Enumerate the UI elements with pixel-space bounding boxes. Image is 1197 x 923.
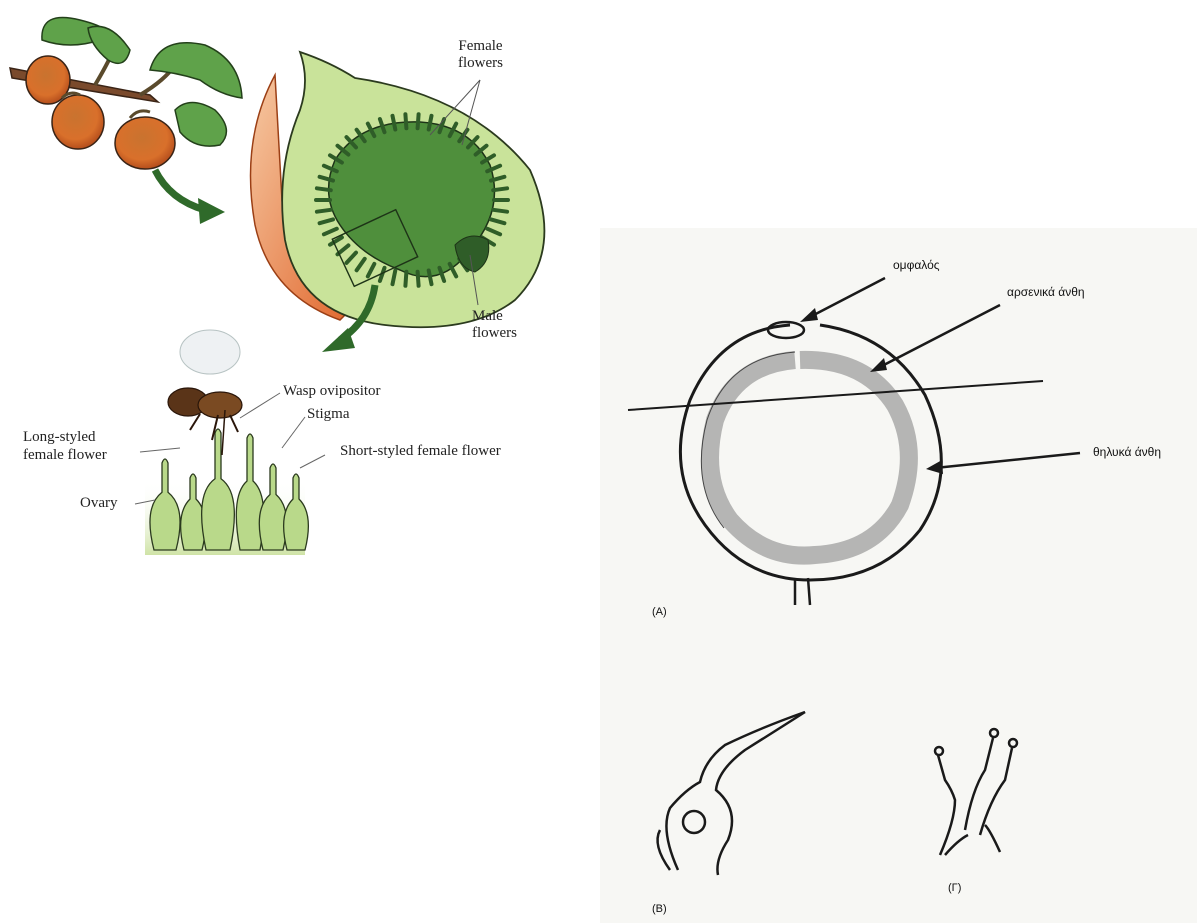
cavity-floret [418,272,419,286]
label-stigma: Stigma [307,406,350,423]
cavity-floret [393,271,396,285]
cavity-floret [317,188,331,190]
label-female-flowers-greek: θηλυκά άνθη [1093,445,1161,459]
label-male-flowers-greek: αρσενικά άνθη [1007,285,1085,299]
label-panel-g: (Γ) [948,882,961,894]
label-panel-a: (A) [652,606,667,618]
cavity-floret [393,116,396,130]
arrow-to-section [155,170,225,224]
flower-ring [710,360,909,556]
cavity-floret [429,116,432,130]
label-panel-b: (B) [652,903,667,915]
label-male-flowers-line1: Male [472,308,517,325]
fig-fruit-3 [115,117,175,169]
label-long-styled: Long-styled female flower [23,428,107,464]
leaf-3 [150,43,242,98]
leaf-4 [175,103,226,147]
leaf-2 [88,26,130,63]
label-female-flowers-line1: Female [458,38,503,55]
female-flower [259,464,286,550]
cavity-floret [317,210,331,212]
label-female-flowers: Female flowers [458,38,503,72]
cavity-floret [493,188,507,190]
label-short-styled: Short-styled female flower [340,443,501,460]
label-long-styled-line2: female flower [23,446,107,464]
female-flower [150,459,180,550]
section-cut-line [628,381,1043,410]
cavity-floret [405,272,406,286]
label-male-flowers-line2: flowers [472,325,517,342]
label-ovary: Ovary [80,495,118,512]
sketch-b-long-styled-flower [658,712,805,875]
label-male-flowers: Male flowers [472,308,517,342]
cavity-floret [418,114,419,128]
female-flower [202,429,235,550]
cavity-floret [493,210,507,212]
cavity-floret [429,271,432,285]
label-wasp-ovipositor: Wasp ovipositor [283,383,381,400]
wasp-abdomen [198,392,242,418]
label-female-flowers-line2: flowers [458,55,503,72]
cavity-floret [405,114,406,128]
label-ostiole: ομφαλός [893,258,940,272]
wasp-wing [180,330,240,374]
fig-section [251,52,545,327]
wasp [168,330,242,455]
fig-branch [10,18,242,170]
fig-fruit-2 [52,95,104,149]
flowers-illustration [145,429,308,555]
fig-stalk [795,578,810,605]
label-long-styled-line1: Long-styled [23,428,107,446]
sketch-g-short-styled-flower [935,729,1017,855]
